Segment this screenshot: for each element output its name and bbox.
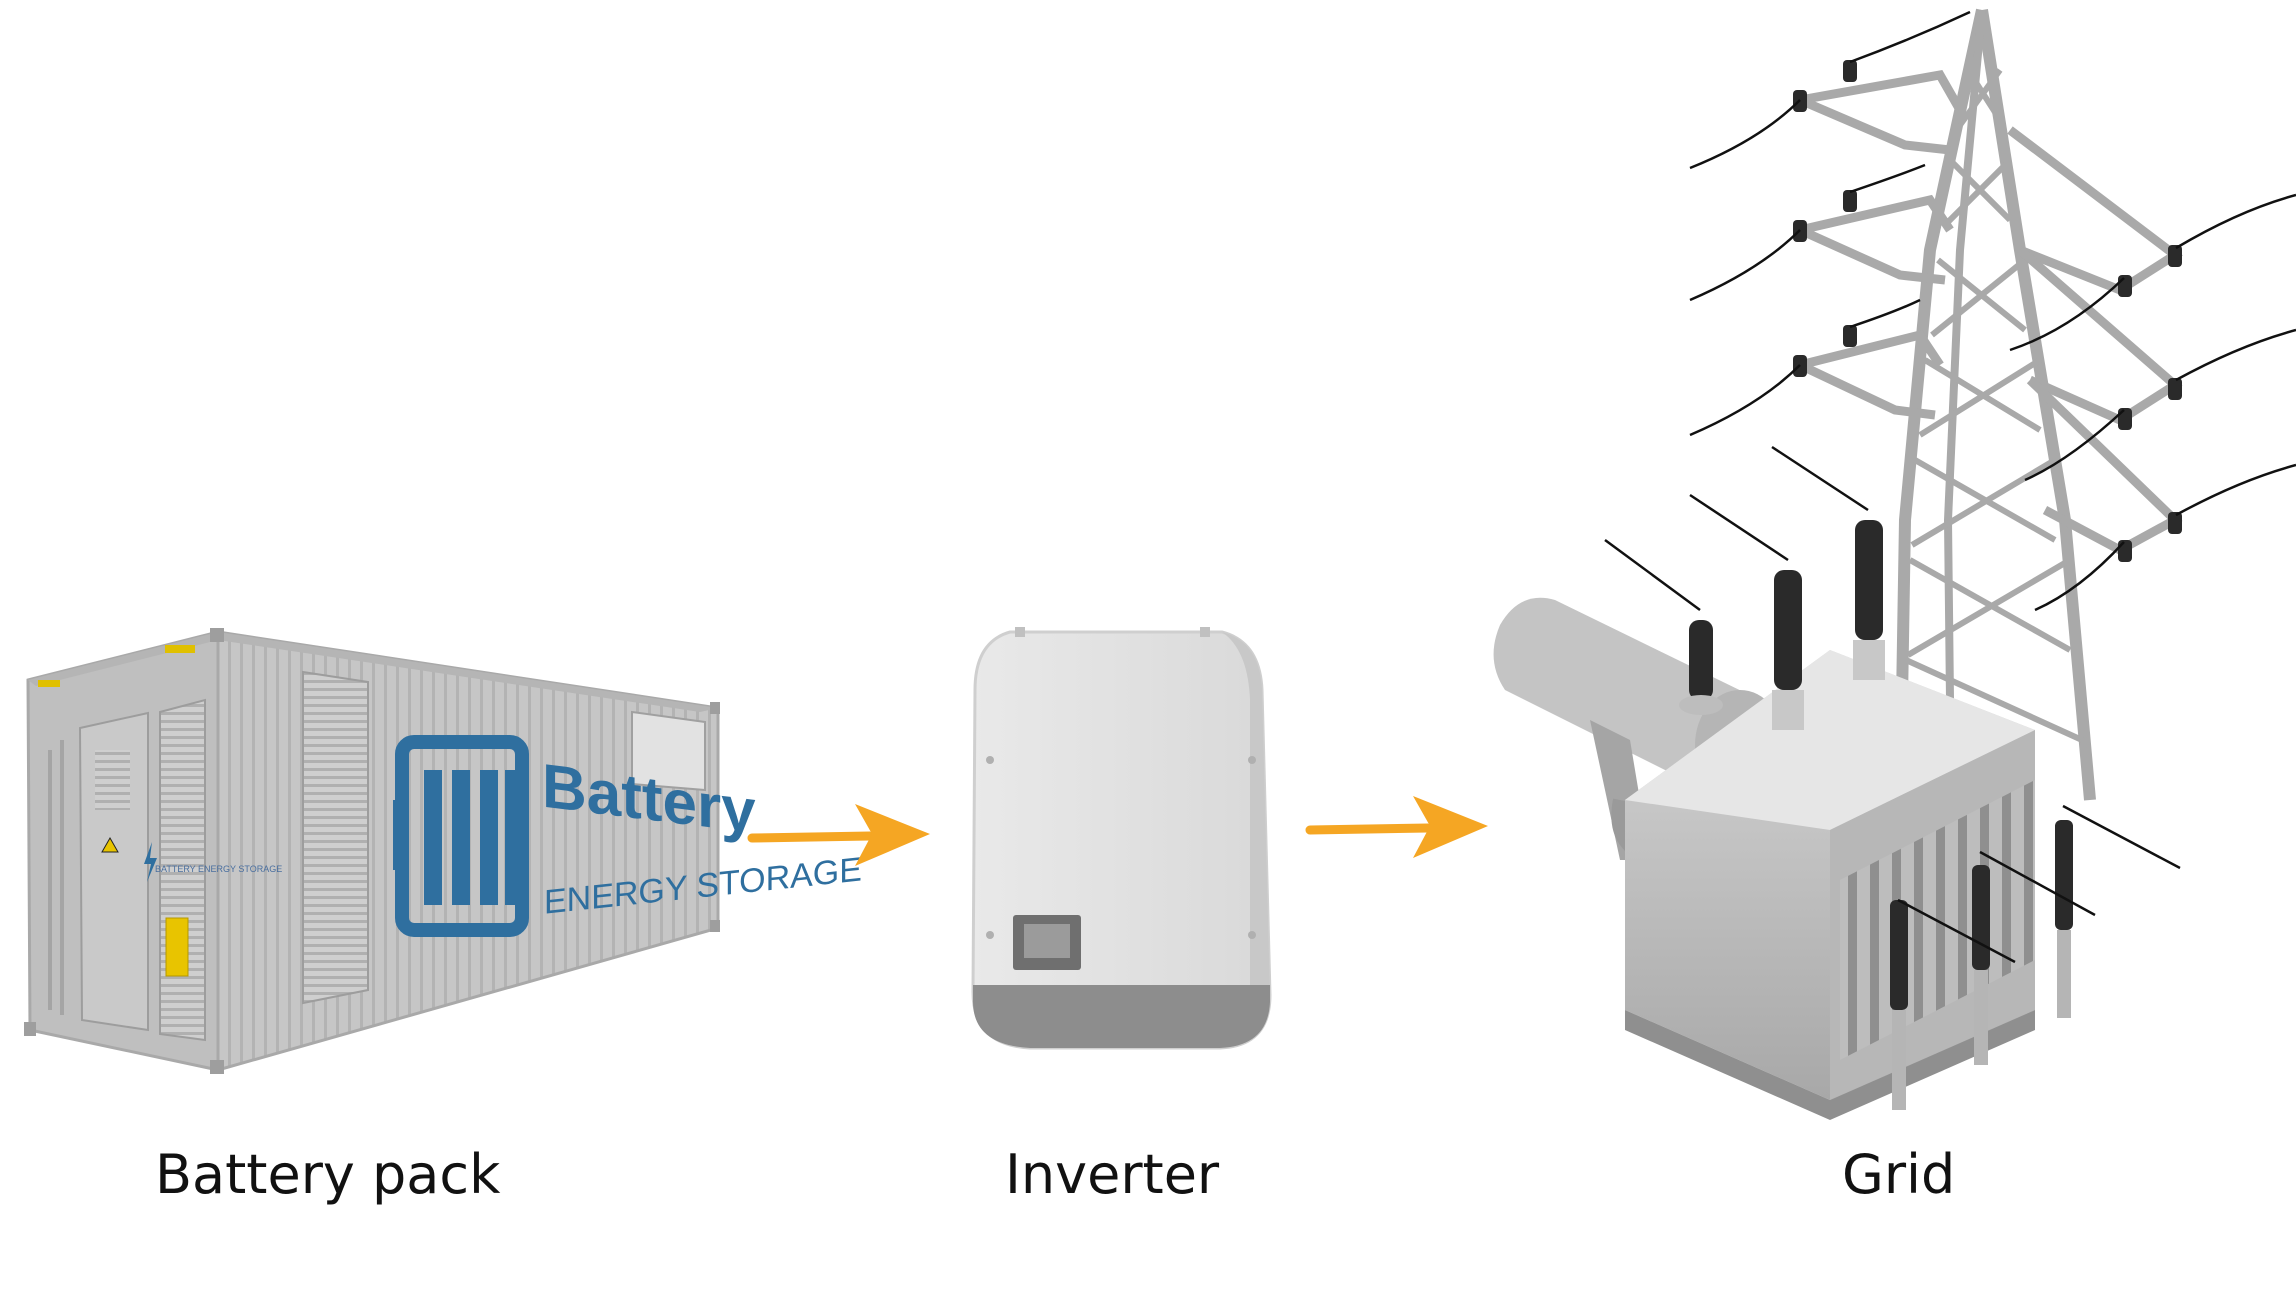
end-door-vent: [95, 750, 130, 810]
grid-label: Grid: [1842, 1143, 1956, 1206]
flow-arrow-battery-to-inverter: [747, 804, 930, 866]
hazard-stripe: [38, 680, 60, 687]
inverter-label: Inverter: [1005, 1143, 1220, 1206]
battery-icon: [393, 735, 529, 937]
battery-container-illustration: Battery ENERGY STORAGE BATTERY ENERGY ST…: [24, 628, 862, 1074]
inverter-base: [972, 985, 1270, 1048]
warning-triangle-icon: [101, 836, 119, 853]
transformer-illustration: [1493, 445, 2181, 1120]
power-lines: [1689, 10, 2296, 612]
battery-pack-label: Battery pack: [155, 1143, 501, 1206]
hazard-stripe: [165, 645, 195, 653]
warning-label: [165, 917, 189, 977]
side-louver: [302, 670, 369, 1005]
transmission-tower-illustration: [1798, 8, 2183, 801]
lightning-icon: [144, 842, 157, 882]
ac-unit: [631, 710, 706, 792]
transformer-high-voltage-bushings: [1679, 520, 1885, 730]
transformer-low-voltage-bushings: [1890, 820, 2073, 1110]
inverter-illustration: [971, 627, 1272, 1050]
flow-arrow-inverter-to-grid: [1305, 796, 1488, 858]
tower-insulators: [1793, 60, 2182, 562]
container-panel-text: BATTERY ENERGY STORAGE: [155, 864, 282, 874]
